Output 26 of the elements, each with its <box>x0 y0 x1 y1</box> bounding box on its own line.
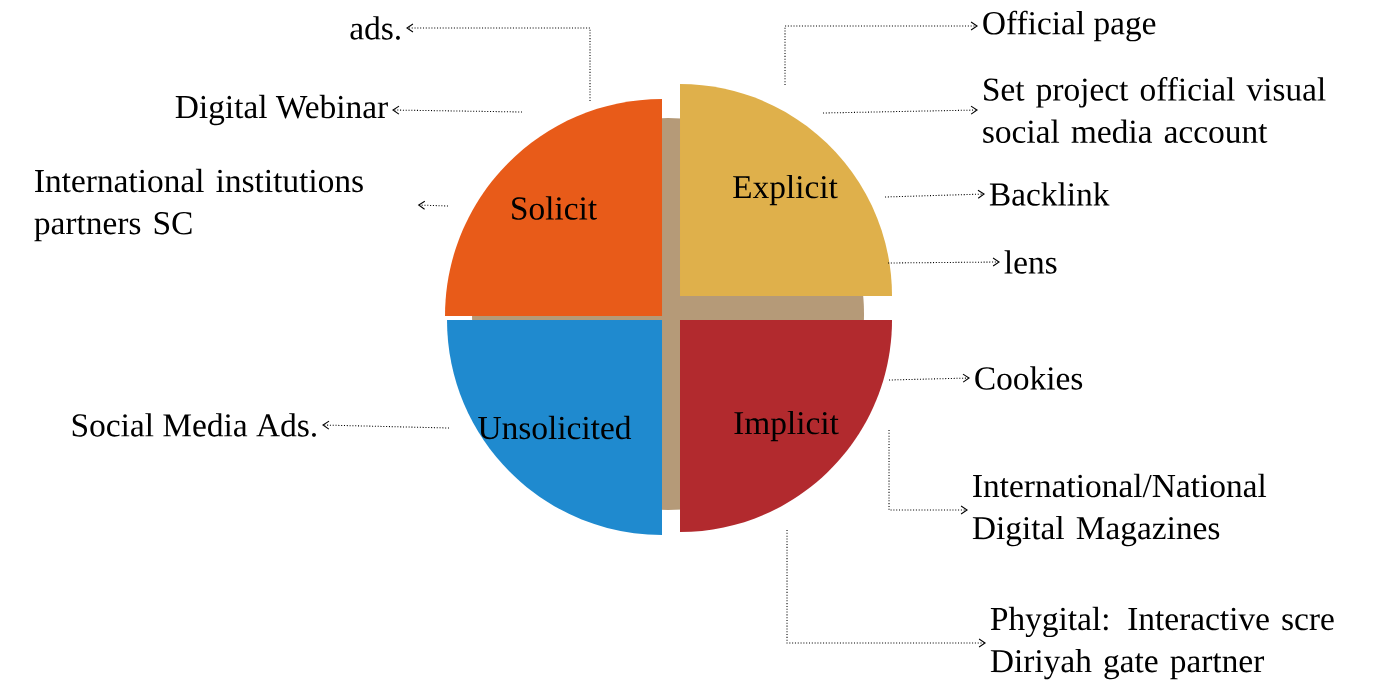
item-label: International/National Digital Magazines <box>972 473 1267 547</box>
arrow <box>786 529 986 648</box>
arrow <box>392 105 523 115</box>
quadrant-slice: Solicit <box>445 99 662 316</box>
quadrant-slice: Implicit <box>680 320 892 532</box>
item-label: International institutions partners SC <box>34 168 363 242</box>
item-label: lens <box>1004 250 1057 274</box>
item-label: Official page <box>983 10 1156 42</box>
item-label: Digital Webinar <box>175 94 388 126</box>
arrow <box>406 23 591 102</box>
arrow <box>417 200 449 210</box>
arrow <box>888 373 970 383</box>
arrow <box>884 189 985 199</box>
item-label: Backlink <box>989 182 1110 206</box>
arrow <box>887 257 1000 267</box>
arrow <box>784 21 978 86</box>
quadrant-slice: Explicit <box>680 84 892 296</box>
arrow <box>322 420 450 430</box>
item-label: ads. <box>350 16 400 40</box>
item-label: Set project official visual social media account <box>983 77 1326 143</box>
item-label: Cookies <box>975 366 1083 390</box>
arrow <box>822 105 978 115</box>
item-label: Phygital: Interactive scre Diriyah gate partner <box>990 606 1334 680</box>
arrow <box>888 429 968 515</box>
item-label: Social Media Ads. <box>72 413 316 437</box>
quadrant-slice: Unsolicited <box>447 320 662 535</box>
